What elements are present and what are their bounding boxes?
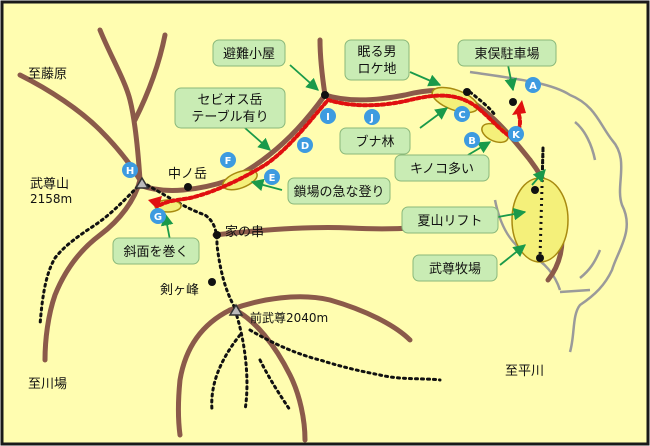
callout-higashimata: 東俣駐車場 xyxy=(457,39,557,67)
callout-shamen: 斜面を巻く xyxy=(112,237,200,265)
label-ienokushi: 家の串 xyxy=(225,224,264,240)
waypoint-F: F xyxy=(220,152,236,168)
callout-sebiosu: セビオス岳 テーブル有り xyxy=(174,87,286,129)
waypoint-K: K xyxy=(508,126,524,142)
label-hotakayama: 武尊山 xyxy=(30,176,69,192)
waypoints: A B C D E F G H I J K xyxy=(122,77,541,224)
summit-hotakayama xyxy=(134,176,150,189)
waypoint-H: H xyxy=(122,162,138,178)
waypoint-G: G xyxy=(150,208,166,224)
svg-text:A: A xyxy=(529,81,537,92)
svg-text:鎖場の急な登り: 鎖場の急な登り xyxy=(293,184,384,200)
svg-text:ロケ地: ロケ地 xyxy=(357,62,396,77)
svg-text:C: C xyxy=(458,110,465,121)
callout-nemuru-otoko: 眠る男 ロケ地 xyxy=(344,39,410,81)
svg-text:E: E xyxy=(269,173,276,184)
svg-text:キノコ多い: キノコ多い xyxy=(410,161,474,177)
trails xyxy=(38,90,545,412)
lift-line xyxy=(538,149,545,259)
svg-text:B: B xyxy=(468,136,476,147)
label-kawaba: 至川場 xyxy=(28,377,67,392)
svg-text:夏山リフト: 夏山リフト xyxy=(417,214,482,229)
callout-bokujo: 武尊牧場 xyxy=(412,254,498,282)
svg-text:セビオス岳: セビオス岳 xyxy=(197,93,262,108)
leader-arrows xyxy=(160,64,546,266)
svg-text:H: H xyxy=(126,166,134,177)
svg-text:ブナ林: ブナ林 xyxy=(355,134,394,150)
callout-buna: ブナ林 xyxy=(339,127,411,155)
waypoint-D: D xyxy=(297,137,313,153)
label-hirakawa: 至平川 xyxy=(505,364,544,379)
start-arrow xyxy=(512,100,526,115)
svg-text:F: F xyxy=(225,156,232,167)
svg-text:J: J xyxy=(369,113,374,124)
waypoint-B: B xyxy=(464,132,480,148)
svg-text:G: G xyxy=(154,212,162,223)
callout-natsuyama: 夏山リフト xyxy=(401,206,499,234)
svg-text:テーブル有り: テーブル有り xyxy=(191,109,268,125)
waypoint-I: I xyxy=(320,108,336,124)
svg-text:D: D xyxy=(301,141,309,152)
callout-kusariba: 鎖場の急な登り xyxy=(287,177,391,205)
hiking-route xyxy=(158,93,522,207)
svg-text:東俣駐車場: 東俣駐車場 xyxy=(474,46,539,62)
svg-text:避難小屋: 避難小屋 xyxy=(223,47,275,62)
label-maehotaka: 前武尊2040m xyxy=(250,310,328,325)
waypoint-J: J xyxy=(364,109,380,125)
waypoint-C: C xyxy=(454,106,470,122)
callout-hinangoya: 避難小屋 xyxy=(212,39,286,67)
waypoint-E: E xyxy=(264,169,280,185)
label-tsurugigamine: 剣ヶ峰 xyxy=(160,283,199,298)
callout-kinoko: キノコ多い xyxy=(394,154,490,182)
waypoint-A: A xyxy=(525,77,541,93)
svg-text:眠る男: 眠る男 xyxy=(357,45,396,60)
label-hotakayama-elev: 2158m xyxy=(30,192,72,206)
svg-text:斜面を巻く: 斜面を巻く xyxy=(123,245,188,260)
svg-text:K: K xyxy=(512,130,521,141)
place-labels: 至藤原 武尊山 2158m 中ノ岳 家の串 剣ヶ峰 前武尊2040m 至川場 至… xyxy=(28,67,544,392)
label-nakanodake: 中ノ岳 xyxy=(168,167,207,182)
end-arrow xyxy=(148,196,162,210)
label-fujiwara: 至藤原 xyxy=(28,67,67,82)
svg-text:I: I xyxy=(326,112,330,123)
summit-maehotaka xyxy=(228,303,244,316)
svg-text:武尊牧場: 武尊牧場 xyxy=(429,261,481,277)
junction-dots xyxy=(184,88,544,286)
